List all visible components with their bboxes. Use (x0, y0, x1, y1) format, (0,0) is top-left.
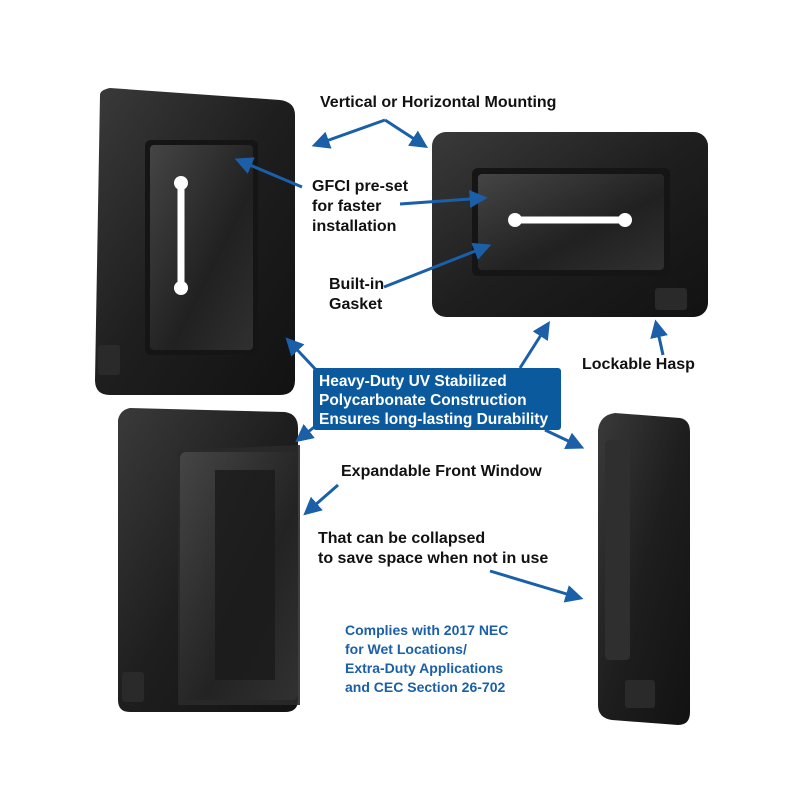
cover-collapsed-side (598, 413, 690, 725)
durability-callout: Heavy-Duty UV Stabilized Polycarbonate C… (313, 368, 561, 430)
cover-expanded (118, 408, 300, 712)
label-hasp: Lockable Hasp (582, 356, 695, 373)
cover-vertical (95, 88, 295, 395)
label-mounting: Vertical or Horizontal Mounting (320, 94, 557, 111)
label-window: Expandable Front Window (341, 463, 542, 480)
label-gfci: GFCI pre-set for faster installation (312, 178, 409, 235)
label-collapse: That can be collapsed to save space when… (318, 530, 549, 567)
compliance-note: Complies with 2017 NEC for Wet Locations… (345, 622, 509, 695)
label-gasket: Built-in Gasket (329, 276, 385, 313)
cover-horizontal (432, 132, 708, 317)
